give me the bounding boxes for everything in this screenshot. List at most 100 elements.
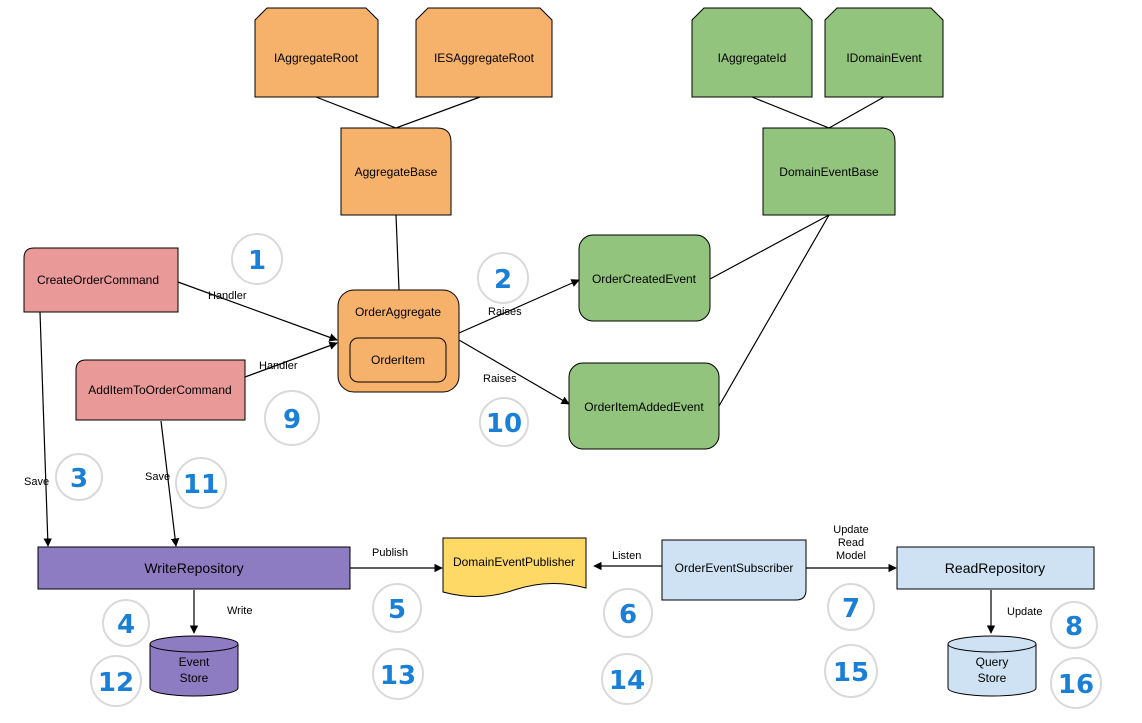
- node-additemtoordercommand: AddItemToOrderCommand: [75, 359, 246, 421]
- node-ordereventsubscriber: OrderEventSubscriber: [661, 539, 807, 601]
- edge-iaggregateid-domaineventbase: [751, 96, 830, 129]
- svg-text:3: 3: [70, 464, 88, 494]
- node-idomainevent-label: IDomainEvent: [846, 51, 922, 65]
- edge-label-update-read-model-3: Model: [836, 550, 866, 562]
- step-badge-2: 2: [477, 252, 529, 304]
- edge-label-save-additem: Save: [145, 471, 170, 483]
- node-orderitemaddedevent: OrderItemAddedEvent: [568, 362, 720, 450]
- edge-label-update: Update: [1007, 606, 1042, 618]
- svg-text:6: 6: [619, 600, 637, 630]
- node-iaggregateroot: IAggregateRoot: [254, 7, 379, 98]
- node-iaggregateroot-label: IAggregateRoot: [274, 51, 359, 65]
- edge-label-raises-added: Raises: [483, 373, 517, 385]
- step-badge-11: 11: [175, 457, 227, 509]
- arrow-additem-to-aggregate: [244, 341, 338, 378]
- step-badge-16: 16: [1050, 657, 1102, 709]
- step-badge-12: 12: [90, 655, 142, 707]
- node-readrepository: ReadRepository: [896, 546, 1095, 590]
- edge-label-publish: Publish: [372, 547, 408, 559]
- svg-text:5: 5: [388, 595, 406, 625]
- node-writerepository: WriteRepository: [37, 546, 351, 590]
- svg-text:8: 8: [1065, 612, 1083, 642]
- step-badge-3: 3: [55, 453, 103, 501]
- svg-text:9: 9: [283, 405, 301, 435]
- node-additemtoordercommand-label: AddItemToOrderCommand: [88, 383, 231, 397]
- svg-text:11: 11: [183, 470, 219, 500]
- step-badge-13: 13: [372, 648, 424, 700]
- svg-text:7: 7: [842, 594, 860, 624]
- node-orderaggregate: OrderAggregate OrderItem: [337, 289, 460, 393]
- node-eventstore: Event Store: [149, 635, 239, 697]
- edge-iesaggregateroot-aggregatebase: [395, 96, 481, 129]
- node-domaineventbase-label: DomainEventBase: [779, 165, 879, 179]
- step-badge-8: 8: [1050, 601, 1098, 649]
- step-badge-5: 5: [372, 583, 422, 633]
- edge-aggregatebase-orderaggregate: [395, 214, 400, 291]
- edge-label-raises-created: Raises: [488, 306, 522, 318]
- step-badge-14: 14: [601, 653, 653, 705]
- svg-text:12: 12: [98, 668, 134, 698]
- node-orderitemaddedevent-label: OrderItemAddedEvent: [584, 400, 704, 414]
- svg-text:16: 16: [1058, 670, 1094, 700]
- edge-label-handler-additem: Handler: [259, 360, 298, 372]
- node-domaineventpublisher: DomainEventPublisher: [442, 537, 587, 598]
- node-ordercreatedevent-label: OrderCreatedEvent: [592, 272, 697, 286]
- step-badge-4: 4: [102, 599, 150, 647]
- node-orderaggregate-label: OrderAggregate: [355, 305, 441, 319]
- edge-label-write: Write: [227, 605, 252, 617]
- step-badge-7: 7: [827, 583, 875, 631]
- node-domaineventpublisher-label: DomainEventPublisher: [453, 555, 575, 569]
- step-badge-10: 10: [479, 397, 529, 447]
- node-readrepository-label: ReadRepository: [945, 560, 1045, 576]
- svg-text:10: 10: [486, 409, 522, 439]
- edge-label-handler-create: Handler: [208, 290, 247, 302]
- node-querystore-line2: Store: [978, 671, 1007, 685]
- svg-text:13: 13: [380, 661, 416, 691]
- node-domaineventbase: DomainEventBase: [762, 127, 896, 216]
- edge-label-save-create: Save: [24, 476, 49, 488]
- node-orderitem-label: OrderItem: [371, 353, 425, 367]
- node-eventstore-line2: Store: [180, 671, 209, 685]
- arrow-aggregate-to-ordercreated: [458, 279, 580, 334]
- svg-text:2: 2: [494, 265, 512, 295]
- svg-text:1: 1: [248, 246, 266, 276]
- node-iesaggregateroot-label: IESAggregateRoot: [434, 51, 535, 65]
- node-querystore: Query Store: [947, 635, 1037, 697]
- node-orderitem: [349, 337, 447, 383]
- step-badges: 1 2 3 4 5 6 7 8 9 10 11 12 13 14 15 16: [55, 233, 1102, 709]
- arrow-create-to-aggregate: [177, 281, 338, 342]
- edge-label-listen: Listen: [612, 550, 641, 562]
- node-aggregatebase: AggregateBase: [340, 127, 452, 216]
- node-ordereventsubscriber-label: OrderEventSubscriber: [675, 561, 794, 575]
- arrow-additem-to-write: [160, 420, 180, 547]
- edge-label-update-read-model-2: Read: [838, 537, 864, 549]
- step-badge-1: 1: [231, 233, 283, 285]
- svg-text:4: 4: [117, 610, 135, 640]
- arrow-create-to-write: [39, 311, 52, 547]
- edge-label-update-read-model-1: Update: [833, 524, 868, 536]
- arrow-aggregate-to-orderitemadded: [458, 339, 570, 405]
- node-aggregatebase-label: AggregateBase: [355, 165, 438, 179]
- step-badge-9: 9: [264, 390, 320, 446]
- node-createordercommand-label: CreateOrderCommand: [37, 273, 159, 287]
- node-writerepository-label: WriteRepository: [144, 560, 243, 576]
- arrows: [39, 279, 996, 634]
- edge-ordercreatedevent-domaineventbase: [709, 214, 830, 280]
- edges: [315, 96, 885, 407]
- edge-labels: Handler Handler Raises Raises Save Save …: [24, 290, 1042, 618]
- node-ordercreatedevent: OrderCreatedEvent: [578, 234, 711, 322]
- node-iesaggregateroot: IESAggregateRoot: [415, 7, 553, 98]
- node-idomainevent: IDomainEvent: [824, 7, 944, 98]
- edge-orderitemaddedevent-domaineventbase: [718, 214, 830, 407]
- svg-text:15: 15: [833, 658, 869, 688]
- node-querystore-line1: Query: [976, 655, 1009, 669]
- svg-text:14: 14: [609, 666, 645, 696]
- node-createordercommand: CreateOrderCommand: [23, 247, 179, 313]
- node-iaggregateid-label: IAggregateId: [718, 51, 787, 65]
- node-iaggregateid: IAggregateId: [691, 7, 813, 98]
- edge-idomainevent-domaineventbase: [828, 96, 885, 129]
- step-badge-15: 15: [824, 644, 878, 698]
- step-badge-6: 6: [603, 588, 653, 638]
- edge-iaggregateroot-aggregatebase: [315, 96, 397, 129]
